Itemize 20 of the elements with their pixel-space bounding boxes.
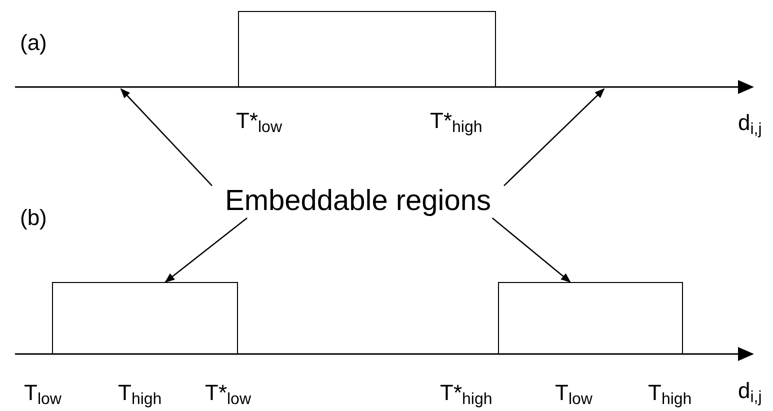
leader-arrow: [120, 88, 212, 186]
pulse-outline: [52, 282, 238, 354]
axis-label: (b): [20, 205, 47, 231]
axis-label: T*$_{high}$: [430, 108, 482, 134]
pulse-outline: [498, 282, 683, 354]
axis-label: d$_{i,j}$: [738, 110, 762, 136]
axis-label: T*$_{low}$: [236, 108, 282, 134]
leader-arrow: [164, 217, 248, 283]
axis-label: (a): [20, 30, 47, 56]
axis-label: T$_{high}$: [648, 380, 692, 406]
axis-label: T$_{high}$: [118, 380, 162, 406]
leader-arrow: [492, 218, 571, 283]
axis-label: T*$_{high}$: [440, 380, 492, 406]
pulse-outline: [238, 11, 496, 87]
axis-label: d$_{i,j}$: [738, 378, 762, 404]
axis-label: T$_{low}$: [24, 380, 62, 406]
axis-label: T*$_{low}$: [205, 380, 252, 406]
region-label: Embeddable regions: [212, 184, 504, 218]
axis-label: T$_{low}$: [555, 380, 592, 406]
leader-arrow: [504, 88, 605, 186]
